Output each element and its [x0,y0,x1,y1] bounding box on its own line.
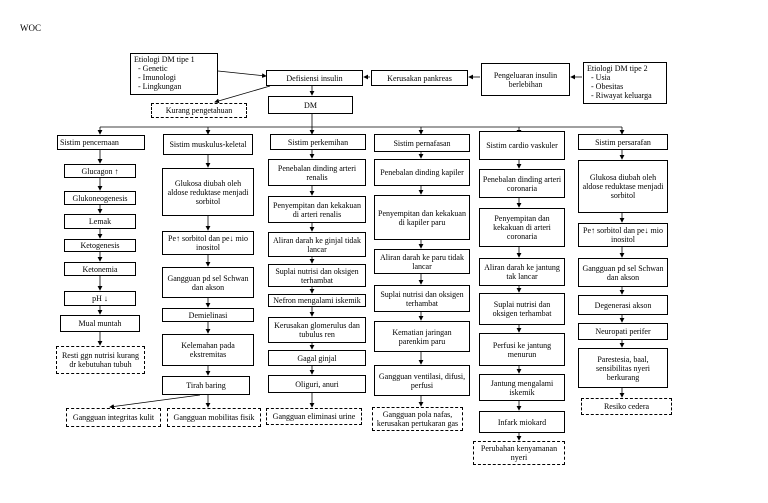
kurang-pengetahuan-box: Kurang pengetahuan [151,103,247,118]
col3-item: Penyempitan dan kekakuan di arteri renal… [268,196,366,223]
col4-item: Suplai nutrisi dan oksigen terhambat [374,285,470,312]
etiologi-dm1-box: Etiologi DM tipe 1 Genetic Imunologi Lin… [130,53,218,95]
dm-box: DM [268,96,353,114]
col4-item: Kematian jaringan parenkim paru [374,321,470,352]
col1-diagnosis: Resti ggn nutrisi kurang dr kebutuhan tu… [56,346,145,374]
col1-item: Ketonemia [64,262,136,276]
col4-item: Penyempitan dan kekakuan di kapiler paru [374,195,470,240]
kerusakan-pankreas-box: Kerusakan pankreas [371,70,468,86]
col1-head: Sistim pencernaan [57,135,145,150]
col2-item: Kelemahan pada ekstremitas [162,334,254,366]
col5-diagnosis: Perubahan kenyamanan nyeri [473,441,565,465]
col6-item: Neuropati perifer [578,323,668,340]
col5-item: Suplai nutrisi dan oksigen terhambat [479,293,565,325]
col4-item: Aliran darah ke paru tidak lancar [374,249,470,274]
col1-item: Glukoneogenesis [64,191,136,205]
col2-diagnosis-mobilitas: Gangguan mobilitas fisik [167,408,261,427]
col3-item: Suplai nutrisi dan oksigen terhambat [268,264,366,287]
col6-item: Pe↑ sorbitol dan pe↓ mio inositol [578,223,668,247]
col1-item: Mual muntah [60,315,140,332]
col1-item: Glucagon ↑ [64,164,136,178]
etiologi-dm2-item: Riwayat keluarga [591,91,652,100]
col5-item: Penyempitan dan kekakuan di arteri coron… [479,208,565,247]
col3-item: Kerusakan glomerulus dan tubulus ren [268,317,366,343]
col3-item: Nefron mengalami iskemik [268,294,366,307]
col6-item: Gangguan pd sel Schwan dan akson [578,258,668,287]
col2-item: Pe↑ sorbitol dan pe↓ mio inositol [162,231,254,255]
col3-item: Oliguri, anuri [268,375,366,393]
pengeluaran-insulin-box: Pengeluaran insulin berlebihan [481,63,570,96]
etiologi-dm1-item: Genetic [138,64,181,73]
etiologi-dm1-item: Lingkungan [138,82,182,91]
col2-head: Sistim muskulus-keletal [163,134,253,155]
col2-item: Tirah baring [162,376,250,395]
col2-diagnosis-kulit: Gangguan integritas kulit [66,408,161,427]
col5-item: Aliran darah ke jantung tak lancar [479,258,565,286]
col6-item: Degenerasi akson [578,295,668,315]
col3-head: Sistim perkemihan [270,134,366,150]
col3-item: Gagal ginjal [268,350,366,366]
col6-item: Glukosa diubah oleh aldose reduktase men… [578,160,668,213]
defisiensi-insulin-box: Defisiensi insulin [266,70,363,86]
col3-item: Aliran darah ke ginjal tidak lancar [268,232,366,257]
page-title: WOC [20,23,41,33]
etiologi-dm2-item: Obesitas [591,82,652,91]
etiologi-dm2-head: Etiologi DM tipe 2 [587,64,648,73]
etiologi-dm1-head: Etiologi DM tipe 1 [134,55,195,64]
col6-item: Parestesia, baal, sensibilitas nyeri ber… [578,348,668,388]
col4-item: Penebalan dinding kapiler [374,159,470,186]
col3-item: Penebalan dinding arteri renalis [268,159,366,186]
col6-diagnosis: Resiko cedera [581,398,672,415]
col2-item: Demielinasi [162,308,254,322]
col2-item: Glukosa diubah oleh aldose reduktase men… [162,168,254,216]
etiologi-dm2-box: Etiologi DM tipe 2 Usia Obesitas Riwayat… [583,62,667,104]
col1-item: pH ↓ [64,291,136,306]
col3-diagnosis: Gangguan eliminasi urine [266,408,362,425]
col1-item: Ketogenesis [64,239,136,252]
col5-item: Infark miokard [479,411,565,433]
col6-head: Sistim persarafan [578,134,668,150]
col4-diagnosis: Gangguan pola nafas, kerusakan pertukara… [372,407,463,431]
col2-item: Gangguan pd sel Schwan dan akson [162,267,254,298]
col5-item: Jantung mengalami iskemik [479,374,565,401]
col1-item: Lemak [64,214,136,229]
col4-head: Sistim pernafasan [374,134,470,152]
col5-head: Sistim cardio vaskuler [479,131,565,160]
etiologi-dm2-item: Usia [591,73,652,82]
col5-item: Penebalan dinding arteri coronaria [479,169,565,198]
col5-item: Perfusi ke jantung menurun [479,333,565,366]
col4-item: Gangguan ventilasi, difusi, perfusi [374,365,470,396]
etiologi-dm1-item: Imunologi [138,73,181,82]
